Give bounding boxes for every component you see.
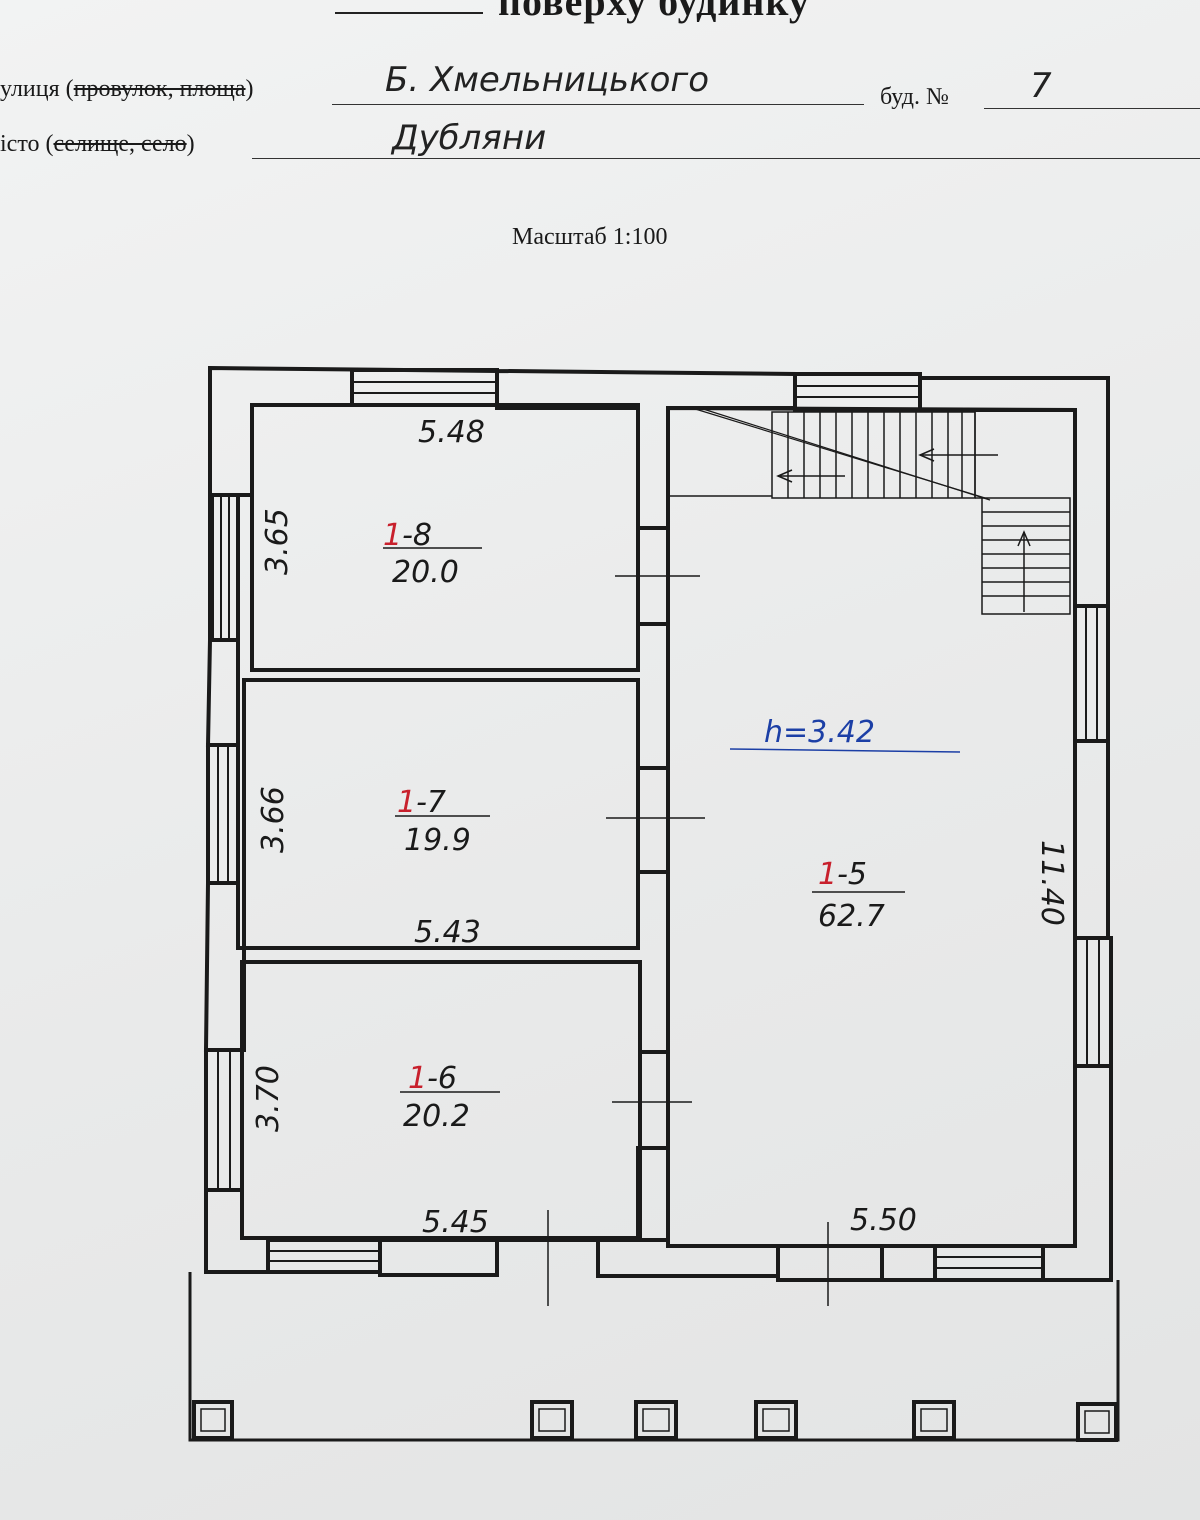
room-6-floor: 1 <box>408 1061 427 1096</box>
room-7-area: 19.9 <box>404 823 471 858</box>
room-5-length: 11.40 <box>1034 840 1069 926</box>
room-6-width: 5.45 <box>422 1205 489 1240</box>
street-label: улиця (провулок, площа) <box>0 76 254 102</box>
city-value: Дубляни <box>392 118 547 158</box>
window-right-2 <box>1073 936 1113 1068</box>
window-left-2 <box>206 743 240 885</box>
room-8-width: 5.48 <box>418 415 485 450</box>
window-bottom-left <box>266 1238 382 1274</box>
house-label: буд. № <box>880 84 949 110</box>
room-8-length: 3.65 <box>260 508 295 575</box>
room-7-width: 5.43 <box>414 915 481 950</box>
house-value: 7 <box>1030 66 1052 106</box>
room-6-length: 3.70 <box>251 1065 286 1132</box>
street-line <box>332 104 864 105</box>
floor-number-blank <box>335 12 483 14</box>
room-5-area: 62.7 <box>818 899 885 934</box>
svg-text:1-5: 1-5 <box>818 857 867 892</box>
city-label: істо (селище, село) <box>0 131 195 157</box>
room-8-id: -8 <box>402 518 432 553</box>
room-7-id: -7 <box>416 785 446 820</box>
room-7-floor: 1 <box>397 785 416 820</box>
window-bottom-right <box>933 1244 1045 1282</box>
svg-text:1-8: 1-8 <box>383 518 432 553</box>
room-8-floor: 1 <box>383 518 402 553</box>
scale-label: Масштаб 1:100 <box>512 224 668 250</box>
city-struck-options: селище, село <box>53 131 187 157</box>
height-note: h=3.42 <box>764 715 875 750</box>
svg-text:1-7: 1-7 <box>397 785 446 820</box>
room-7-length: 3.66 <box>256 786 291 853</box>
street-struck-options: провулок, площа <box>73 76 246 102</box>
house-line <box>984 108 1200 109</box>
svg-text:1-6: 1-6 <box>408 1061 457 1096</box>
terrace-outline <box>188 1272 1120 1442</box>
room-5-width: 5.50 <box>850 1203 917 1238</box>
window-top-right <box>793 372 922 412</box>
room-8-area: 20.0 <box>392 555 459 590</box>
street-value: Б. Хмельницького <box>385 60 710 100</box>
window-top-left <box>350 368 499 407</box>
room-6-area: 20.2 <box>403 1099 470 1134</box>
room-5-floor: 1 <box>818 857 837 892</box>
window-right-1 <box>1073 604 1110 743</box>
room-6-id: -6 <box>427 1061 457 1096</box>
page-title: поверху будинку <box>498 0 810 24</box>
staircase <box>668 407 1071 615</box>
room-5-id: -5 <box>837 857 867 892</box>
window-left-1 <box>210 493 240 642</box>
window-left-3 <box>204 1048 244 1192</box>
room-5-outline <box>666 405 1077 1248</box>
city-line <box>252 158 1200 159</box>
